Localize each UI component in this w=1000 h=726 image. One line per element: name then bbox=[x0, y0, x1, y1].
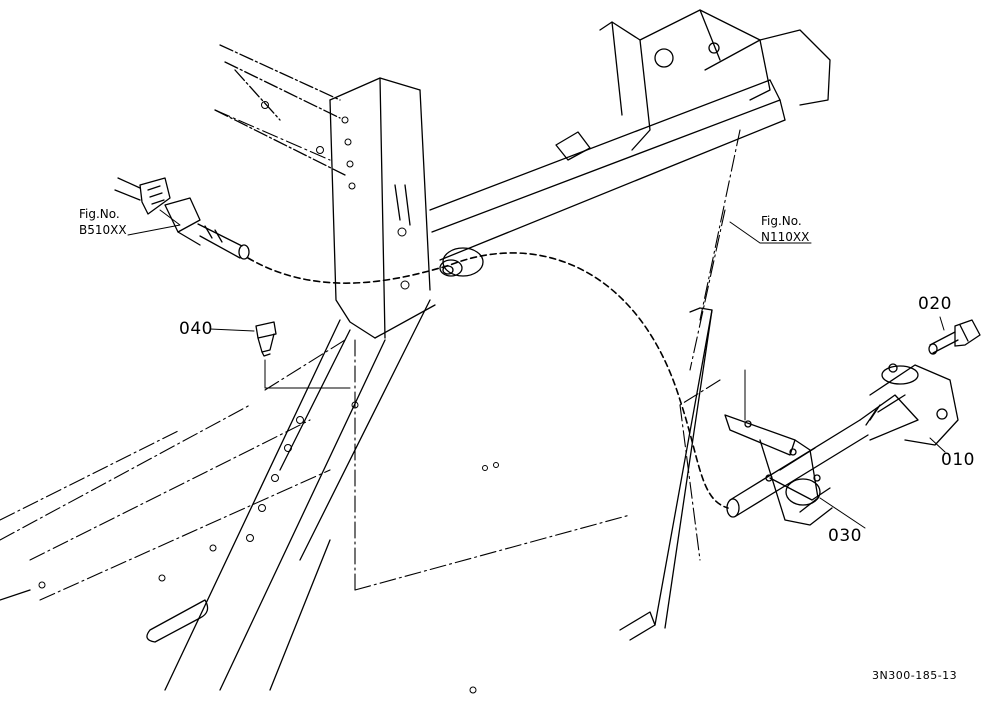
diagonal-beam bbox=[429, 79, 786, 261]
leader-lines bbox=[127, 209, 946, 529]
panel-outline bbox=[0, 109, 741, 601]
fig-ref-n110xx-line1: Fig.No. bbox=[761, 214, 802, 228]
bottom-slot bbox=[0, 589, 209, 643]
lower-strut bbox=[164, 299, 431, 691]
bolt-020 bbox=[928, 319, 981, 355]
callout-010: 010 bbox=[941, 450, 975, 470]
sensor-010 bbox=[726, 363, 959, 518]
wire-harness-route bbox=[247, 252, 729, 509]
right-post bbox=[619, 307, 713, 641]
upper-left-rail bbox=[214, 44, 346, 176]
fig-ref-n110xx-line2: N110XX bbox=[761, 230, 810, 244]
drawing-code: 3N300-185-13 bbox=[872, 669, 958, 682]
connector-b510xx bbox=[114, 177, 250, 260]
callout-020: 020 bbox=[918, 294, 952, 314]
grommet bbox=[439, 247, 484, 277]
rear-frame bbox=[555, 9, 831, 161]
callout-030: 030 bbox=[828, 526, 862, 546]
fig-ref-b510xx-line1: Fig.No. bbox=[79, 207, 120, 221]
fig-ref-b510xx-line2: B510XX bbox=[79, 223, 127, 237]
bolt-040 bbox=[255, 321, 277, 357]
fig-ref-n110xx: Fig.No. N110XX bbox=[761, 214, 809, 244]
callout-040: 040 bbox=[179, 319, 213, 339]
fig-ref-b510xx: Fig.No. B510XX bbox=[79, 207, 127, 237]
